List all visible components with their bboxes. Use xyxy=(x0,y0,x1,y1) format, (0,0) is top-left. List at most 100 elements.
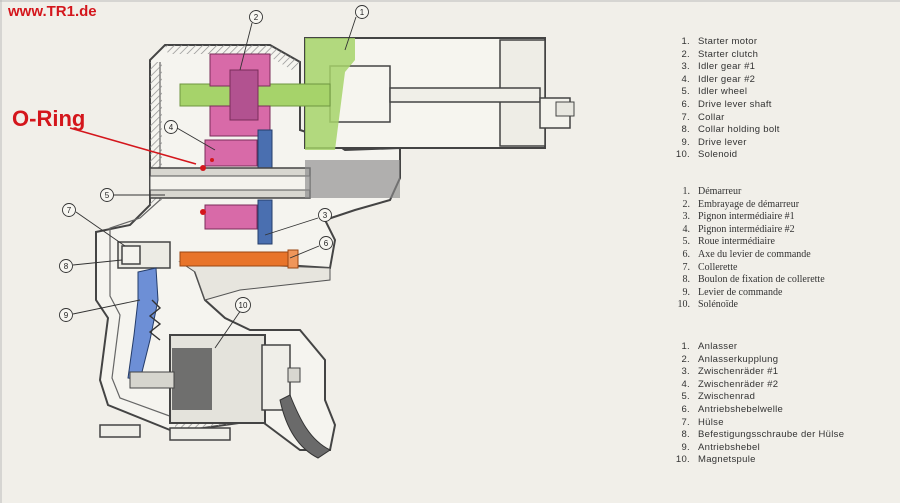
legend-number: 1. xyxy=(681,36,690,47)
legend-number: 3. xyxy=(681,366,690,378)
legend-text: Antriebshebel xyxy=(698,441,760,453)
drive-lever-shaft xyxy=(179,251,296,267)
legend-number: 10. xyxy=(677,299,691,311)
leader-line-7 xyxy=(75,211,126,247)
legend-text: Magnetspule xyxy=(698,454,756,466)
legend-number: 7. xyxy=(681,111,690,123)
legend-item: 6.Drive lever shaft xyxy=(672,99,780,112)
svg-text:7: 7 xyxy=(67,206,72,215)
svg-text:1: 1 xyxy=(360,8,365,17)
legend-text: Démarreur xyxy=(698,186,742,197)
o-ring-callout-arrow xyxy=(69,127,197,165)
drive-lever-spring xyxy=(148,299,162,341)
legend-item: 9. Antriebshebel xyxy=(672,442,844,455)
legend-number: 4. xyxy=(681,378,690,390)
legend-text: Embrayage de démarreur xyxy=(698,198,800,210)
callout-2: 2 xyxy=(249,10,263,24)
legend-number: 10. xyxy=(675,454,690,466)
legend-number: 6. xyxy=(682,248,691,260)
legend-item: 6. Axe du levier de commande xyxy=(672,249,825,262)
legend-item: 4. Pignon intermédiaire #2 xyxy=(672,224,825,237)
solenoid-core xyxy=(172,348,212,410)
legend-item: 5.Roue intermédiaire xyxy=(672,236,825,249)
o-ring-mark-lower xyxy=(200,209,206,215)
legend-french: 1. Démarreur 2. Embrayage de démarreur 3. P… xyxy=(672,186,825,312)
idler-gear-2 xyxy=(204,139,258,167)
legend-text: Collar holding bolt xyxy=(698,124,780,136)
legend-number: 2. xyxy=(681,353,690,365)
callout-6: 6 xyxy=(319,236,333,250)
legend-text: Pignon intermédiaire #1 xyxy=(698,211,795,223)
legend-text: Collerette xyxy=(698,261,738,273)
leader-line-1 xyxy=(344,16,357,51)
leader-line-6 xyxy=(289,245,320,259)
svg-text:6: 6 xyxy=(324,239,329,248)
callout-1: 1 xyxy=(355,5,369,19)
legend-item: 1. Démarreur xyxy=(672,186,825,199)
legend-text: Pignon intermédiaire #2 xyxy=(698,223,795,235)
legend-number: 1. xyxy=(682,186,691,197)
legend-text: Zwischenräder #2 xyxy=(698,378,779,390)
legend-number: 1. xyxy=(681,341,690,352)
legend-number: 3. xyxy=(682,211,691,223)
legend-item: 8.Boulon de fixation de collerette xyxy=(672,274,825,287)
leader-line-8 xyxy=(72,259,123,266)
legend-text: Idler wheel xyxy=(698,86,748,98)
housing-bottom-bolt-2 xyxy=(169,427,231,441)
callout-10: 10 xyxy=(235,297,251,313)
solenoid-plunger xyxy=(129,371,175,389)
legend-number: 7. xyxy=(681,416,690,428)
legend-number: 8. xyxy=(681,124,690,136)
legend-item: 9.Levier de commande xyxy=(672,287,825,300)
idler-gear-2-lower xyxy=(204,204,258,230)
housing-bottom-bolt xyxy=(99,424,141,438)
legend-number: 8. xyxy=(682,274,691,286)
legend-item: 4. Zwischenräder #2 xyxy=(672,379,844,392)
legend-number: 7. xyxy=(682,261,691,273)
leader-line-10 xyxy=(214,309,242,349)
legend-number: 9. xyxy=(681,136,690,148)
legend-text: Anlasserkupplung xyxy=(698,353,779,365)
legend-item: 3. Pignon intermédiaire #1 xyxy=(672,211,825,224)
legend-number: 5. xyxy=(681,391,690,403)
legend-number: 2. xyxy=(682,198,691,210)
starter-clutch-hub xyxy=(229,69,259,121)
o-ring-callout-label: O-Ring xyxy=(12,106,86,131)
legend-item: 4.Idler gear #2 xyxy=(672,74,780,87)
legend-text: Befestigungsschraube der Hülse xyxy=(698,429,845,441)
shaft-dark-band xyxy=(305,160,400,198)
legend-english: 1. Starter motor 2.Starter clutch 3.Idler… xyxy=(672,36,780,162)
leader-line-4 xyxy=(176,127,216,151)
callout-8: 8 xyxy=(59,259,73,273)
svg-text:9: 9 xyxy=(64,311,69,320)
legend-item: 2. Anlasserkupplung xyxy=(672,354,844,367)
solenoid-cable xyxy=(279,394,331,459)
site-watermark: www.TR1.de xyxy=(8,3,97,20)
idler-gear-1-upper xyxy=(257,129,273,171)
housing-hatched-wall-upper xyxy=(165,45,300,70)
legend-text: Starter motor xyxy=(698,36,758,47)
legend-text: Zwischenrad xyxy=(698,391,756,403)
housing-lower-cavity xyxy=(178,261,331,301)
legend-item: 3.Idler gear #1 xyxy=(672,61,780,74)
drive-lever-shaft-end xyxy=(287,249,299,269)
leader-line-3 xyxy=(264,217,319,236)
legend-item: 2.Starter clutch xyxy=(672,49,780,62)
legend-number: 4. xyxy=(681,73,690,85)
legend-number: 4. xyxy=(682,223,691,235)
legend-item: 8. Collar holding bolt xyxy=(672,124,780,137)
legend-item: 8.Befestigungsschraube der Hülse xyxy=(672,429,844,442)
svg-text:10: 10 xyxy=(239,301,248,310)
legend-number: 9. xyxy=(682,286,691,298)
legend-text: Axe du levier de commande xyxy=(698,248,811,260)
legend-text: Hülse xyxy=(698,416,724,428)
legend-number: 9. xyxy=(681,441,690,453)
legend-number: 6. xyxy=(681,403,690,415)
callout-4: 4 xyxy=(164,120,178,134)
callout-9: 9 xyxy=(59,308,73,322)
legend-item: 5.Idler wheel xyxy=(672,86,780,99)
legend-item: 1. Starter motor xyxy=(672,36,780,49)
legend-text: Idler gear #1 xyxy=(698,61,756,73)
legend-item: 7.Collar xyxy=(672,112,780,125)
